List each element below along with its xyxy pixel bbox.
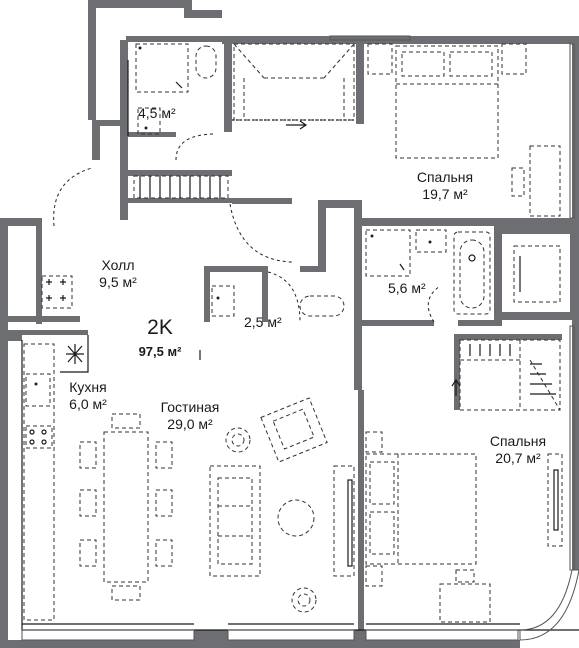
closet-1 — [232, 43, 356, 130]
bedroom2-name: Спальня — [490, 433, 546, 449]
hall-name: Холл — [102, 257, 135, 273]
bed-2 — [365, 453, 477, 565]
partitions — [21, 60, 579, 631]
toilet-icon — [195, 45, 217, 79]
wall-bedroom1-bottom-right — [354, 218, 579, 226]
coffee-table — [277, 499, 315, 537]
wall-wc-top-right — [300, 266, 326, 272]
wall-top-bath — [126, 36, 222, 42]
bathtub-icon — [453, 231, 491, 315]
desk-1 — [529, 145, 561, 217]
living-area: 29,0 м² — [167, 416, 213, 432]
bath2-fixtures — [365, 229, 561, 323]
wall-center-vertical — [318, 200, 326, 270]
kitchen-area: 6,0 м² — [69, 396, 107, 412]
tv-stand — [333, 465, 355, 577]
wall-bath-left — [120, 40, 128, 220]
bath1-area: 4,5 м² — [138, 105, 176, 121]
wall-right-upper — [572, 36, 579, 226]
wall-bedroom2-left — [358, 390, 364, 640]
wall-bottom-column1 — [194, 630, 228, 648]
wall-wc-top — [204, 266, 266, 272]
cooktop-icon — [25, 425, 53, 449]
wall-bath2-bottom — [362, 320, 434, 326]
living-name: Гостиная — [161, 399, 220, 415]
total-area: 97,5 м² — [139, 344, 183, 359]
wall-wc-left — [204, 266, 210, 322]
wc-fixtures — [211, 271, 345, 323]
wall-shaft — [502, 226, 579, 234]
wall-shaft-right — [570, 226, 579, 320]
wall-hall-left-inner — [36, 218, 42, 324]
wall-hall-bottom — [8, 316, 80, 322]
kitchen-fixtures — [23, 343, 84, 621]
wall-corridor-lower — [120, 198, 232, 203]
bedroom1-furniture — [229, 43, 561, 263]
wall-hall-left — [0, 218, 8, 648]
bedroom2-furniture — [365, 339, 563, 623]
bath1-vanity — [135, 43, 189, 93]
hall-area: 9,5 м² — [99, 274, 137, 290]
bath1-fixtures — [135, 43, 217, 161]
bath1-sink — [137, 107, 161, 135]
bedroom2-area: 20,7 м² — [495, 450, 541, 466]
wall-wc-right — [262, 266, 268, 322]
bedroom1-area: 19,7 м² — [422, 186, 468, 202]
wall-center-column — [318, 200, 354, 208]
wardrobe-strip — [133, 175, 229, 199]
wall-bath2-right — [494, 226, 502, 322]
bedroom1-name: Спальня — [417, 169, 473, 185]
wall-closet2-top — [454, 334, 562, 340]
dining-table — [103, 431, 149, 583]
wall-shaft-bottom — [502, 312, 579, 320]
wall-center-vertical-right — [354, 200, 362, 390]
room-labels: 4,5 м² Спальня 19,7 м² Холл 9,5 м² 2,5 м… — [69, 105, 546, 466]
hall-cabinet — [41, 275, 73, 309]
wall-bedroom1-bottom — [232, 198, 292, 204]
wall-kitchen-right — [8, 335, 22, 341]
wall-top-left — [88, 0, 222, 120]
wall-hall-upper-left — [92, 120, 100, 160]
wall-bottom — [0, 640, 520, 648]
wall-hall-bottom-2 — [8, 330, 88, 335]
wall-hall-top — [92, 120, 128, 126]
living-furniture — [79, 397, 355, 613]
bath2-area: 5,6 м² — [388, 280, 426, 296]
hall-fixtures — [41, 167, 93, 309]
sofa-icon — [209, 465, 261, 577]
kitchen-name: Кухня — [69, 379, 106, 395]
wall-bottom-column2 — [354, 630, 366, 648]
wall-closet2-left — [454, 334, 460, 410]
wall-closet-right — [356, 40, 364, 124]
wall-bath2-right-bottom — [458, 320, 502, 326]
armchair — [260, 397, 328, 463]
wall-hall-left-top — [0, 218, 40, 226]
wall-closet-left — [224, 40, 232, 132]
wall-right-lower — [572, 320, 579, 570]
bed-1 — [395, 45, 499, 159]
wc-area: 2,5 м² — [244, 314, 282, 330]
wall-corridor-upper — [120, 170, 232, 176]
apartment-type: 2K — [147, 316, 173, 339]
